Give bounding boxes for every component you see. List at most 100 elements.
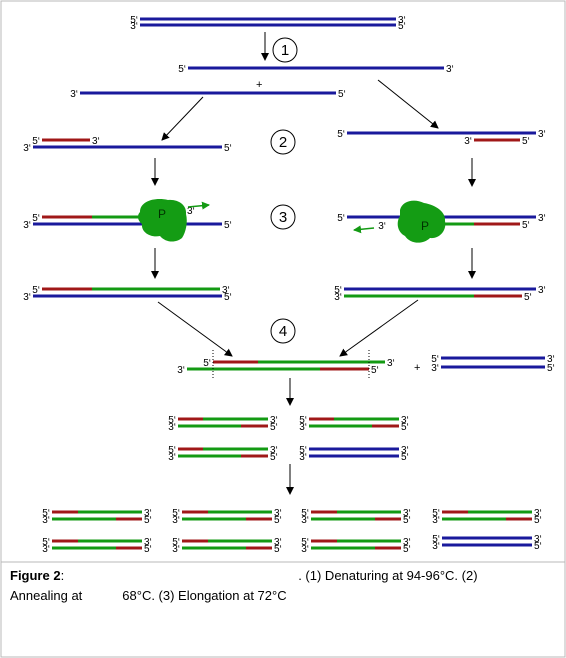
polymerase-label: P <box>421 219 429 233</box>
three-prime-label: 3‘ <box>299 422 307 433</box>
three-prime-label: 3‘ <box>168 422 176 433</box>
step-4-marker: 4 <box>270 318 296 344</box>
three-prime-label: 3‘ <box>187 206 195 217</box>
arrow-down-icon <box>339 299 419 357</box>
polymerase-left: P <box>137 199 210 242</box>
three-prime-label: 3‘ <box>172 515 180 526</box>
five-prime-label: 5‘ <box>432 508 440 519</box>
three-prime-label: 3‘ <box>42 544 50 555</box>
three-prime-label: 3‘ <box>534 534 542 545</box>
three-prime-label: 3‘ <box>534 508 542 519</box>
three-prime-label: 3‘ <box>403 508 411 519</box>
five-prime-label: 5‘ <box>398 21 406 32</box>
five-prime-label: 5‘ <box>224 143 232 154</box>
three-prime-label: 3‘ <box>23 292 31 303</box>
arrow-down-icon <box>157 301 233 357</box>
three-prime-label: 3‘ <box>403 537 411 548</box>
five-prime-label: 5‘ <box>337 213 345 224</box>
three-prime-label: 3‘ <box>334 292 342 303</box>
three-prime-label: 3‘ <box>401 445 409 456</box>
svg-text:4: 4 <box>279 323 287 340</box>
five-prime-label: 5‘ <box>403 544 411 555</box>
three-prime-label: 3‘ <box>42 515 50 526</box>
three-prime-label: 3‘ <box>274 508 282 519</box>
three-prime-label: 3‘ <box>464 136 472 147</box>
five-prime-label: 5‘ <box>274 515 282 526</box>
three-prime-label: 3‘ <box>23 143 31 154</box>
five-prime-label: 5‘ <box>270 452 278 463</box>
five-prime-label: 5‘ <box>172 508 180 519</box>
caption-colon: : <box>60 568 65 583</box>
three-prime-label: 3‘ <box>538 213 546 224</box>
five-prime-label: 5‘ <box>299 445 307 456</box>
three-prime-label: 3‘ <box>547 354 555 365</box>
five-prime-label: 5‘ <box>144 544 152 555</box>
svg-text:1: 1 <box>281 42 289 59</box>
process-arrows <box>151 32 476 495</box>
polymerase-blob-icon <box>137 199 187 242</box>
three-prime-label: 3‘ <box>172 544 180 555</box>
five-prime-label: 5‘ <box>299 415 307 426</box>
three-prime-label: 3‘ <box>144 508 152 519</box>
three-prime-label: 3‘ <box>538 285 546 296</box>
step-2-marker: 2 <box>270 129 296 155</box>
five-prime-label: 5‘ <box>431 354 439 365</box>
three-prime-label: 3‘ <box>431 363 439 374</box>
five-prime-label: 5‘ <box>270 422 278 433</box>
polymerase-right: P <box>353 200 446 243</box>
svg-text:3: 3 <box>279 209 287 226</box>
three-prime-label: 3‘ <box>301 544 309 555</box>
five-prime-label: 5‘ <box>224 292 232 303</box>
three-prime-label: 3‘ <box>299 452 307 463</box>
arrow-down-icon <box>161 96 204 141</box>
three-prime-label: 3‘ <box>274 537 282 548</box>
step-3-marker: 3 <box>270 204 296 230</box>
three-prime-label: 3‘ <box>23 220 31 231</box>
five-prime-label: 5‘ <box>401 422 409 433</box>
three-prime-label: 3‘ <box>222 285 230 296</box>
strand-end-labels: 5‘3‘3‘5‘5‘3‘3‘5‘5‘3‘3‘5‘5‘3‘3‘5‘5‘3‘5‘5‘… <box>23 15 555 555</box>
figure-label: Figure 2 <box>10 568 61 583</box>
five-prime-label: 5‘ <box>301 537 309 548</box>
five-prime-label: 5‘ <box>401 452 409 463</box>
three-prime-label: 3‘ <box>168 452 176 463</box>
polymerase-blob-icon <box>397 200 446 243</box>
three-prime-label: 3‘ <box>301 515 309 526</box>
five-prime-label: 5‘ <box>403 515 411 526</box>
arrow-down-icon <box>377 79 439 129</box>
five-prime-label: 5‘ <box>522 136 530 147</box>
five-prime-label: 5‘ <box>534 515 542 526</box>
plus-sign: + <box>256 79 262 91</box>
five-prime-label: 5‘ <box>274 544 282 555</box>
three-prime-label: 3‘ <box>270 445 278 456</box>
five-prime-label: 5‘ <box>203 358 211 369</box>
five-prime-label: 5‘ <box>42 508 50 519</box>
caption-step1: . (1) Denaturing at 94-96°C. (2) <box>298 568 478 583</box>
five-prime-label: 5‘ <box>334 285 342 296</box>
five-prime-label: 5‘ <box>224 220 232 231</box>
three-prime-label: 3‘ <box>70 89 78 100</box>
five-prime-label: 5‘ <box>172 537 180 548</box>
five-prime-label: 5‘ <box>338 89 346 100</box>
three-prime-label: 3‘ <box>432 515 440 526</box>
five-prime-label: 5‘ <box>32 285 40 296</box>
svg-text:2: 2 <box>279 134 287 151</box>
three-prime-label: 3‘ <box>538 129 546 140</box>
three-prime-label: 3‘ <box>92 136 100 147</box>
three-prime-label: 3‘ <box>446 64 454 75</box>
three-prime-label: 3‘ <box>177 365 185 376</box>
five-prime-label: 5‘ <box>301 508 309 519</box>
three-prime-label: 3‘ <box>401 415 409 426</box>
five-prime-label: 5‘ <box>432 534 440 545</box>
five-prime-label: 5‘ <box>32 213 40 224</box>
dna-strands <box>33 17 545 550</box>
five-prime-label: 5‘ <box>32 136 40 147</box>
five-prime-label: 5‘ <box>534 541 542 552</box>
five-prime-label: 5‘ <box>547 363 555 374</box>
caption-line-1: Figure 2: . (1) Denaturing at 94-96°C. (2… <box>10 566 560 586</box>
three-prime-label: 3‘ <box>432 541 440 552</box>
three-prime-label: 3‘ <box>130 21 138 32</box>
